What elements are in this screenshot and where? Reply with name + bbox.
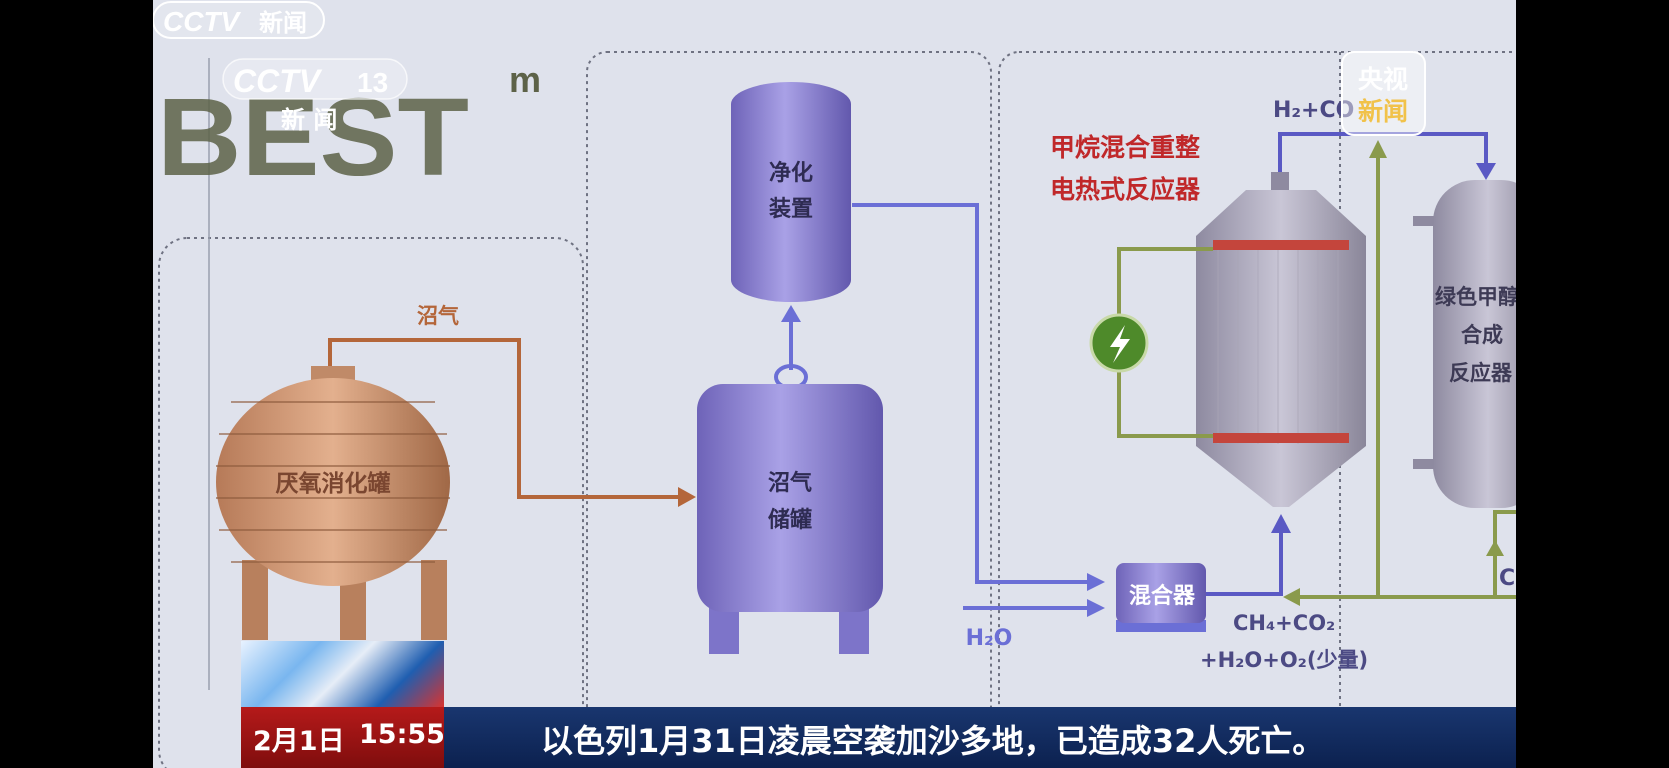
corner-news-badge: 央视 新闻 — [1341, 51, 1426, 136]
reactor-title-line1: 甲烷混合重整 — [1050, 133, 1200, 162]
mixer-label: 混合器 — [1129, 583, 1196, 609]
mix-formula-line1: CH₄+CO₂ — [1233, 611, 1335, 635]
storage-label-line1: 沼气 — [768, 470, 812, 496]
news-thumbnail — [241, 641, 444, 707]
recycle-arrowhead-up-right — [1486, 540, 1504, 556]
heater-element-bottom — [1213, 433, 1349, 443]
news-ticker: 以色列1月31日凌晨空袭加沙多地，已造成32人死亡。 — [241, 707, 1516, 768]
methanol-synthesis-reactor: 绿色甲醇 合成 反应器 — [1413, 180, 1516, 508]
corner-badge-top: 央视 — [1358, 65, 1408, 94]
ticker-datetime: 2月1日 15:55 — [241, 707, 445, 768]
purifier-label-line2: 装置 — [769, 197, 813, 222]
methanol-label-line1: 绿色甲醇 — [1435, 285, 1516, 309]
channel-number: 13 — [357, 67, 388, 98]
ticker-logo-text: CCTV — [163, 6, 242, 37]
channel-sub: 新 闻 — [281, 106, 337, 134]
section-boxes — [158, 51, 1516, 768]
reactor-title-line2: 电热式反应器 — [1050, 175, 1201, 204]
video-frame: 厌氧消化罐 沼气 净化 装置 沼气 储罐 H₂O 混合器 CH₄+CO₂ +H₂… — [153, 0, 1516, 768]
ticker-date: 2月1日 — [253, 726, 345, 757]
biogas-storage-tank: 沼气 储罐 — [697, 364, 883, 654]
storage-to-purifier-arrowhead — [781, 305, 801, 322]
channel-logo-text: CCTV — [233, 63, 323, 99]
purified-gas-arrowhead — [1087, 573, 1105, 591]
ticker-headline: 以色列1月31日凌晨空袭加沙多地，已造成32人死亡。 — [541, 722, 1325, 760]
h2o-label: H₂O — [966, 626, 1013, 651]
recycle-pipe — [1297, 158, 1516, 599]
reforming-reactor — [1196, 172, 1366, 507]
process-diagram: 厌氧消化罐 沼气 净化 装置 沼气 储罐 H₂O 混合器 CH₄+CO₂ +H₂… — [157, 51, 1516, 768]
ticker-channel-logo: CCTV 新闻 — [153, 1, 325, 39]
mix-formula-line2: +H₂O+O₂(少量) — [1200, 648, 1368, 672]
biogas-pipe — [328, 338, 681, 499]
purification-unit: 净化 装置 — [731, 82, 851, 302]
biogas-label: 沼气 — [417, 304, 459, 328]
anaerobic-digester-tank: 厌氧消化罐 — [216, 366, 450, 640]
mixer-unit: 混合器 — [1116, 563, 1206, 632]
channel-logo: CCTV 13 新 闻 — [222, 58, 408, 134]
h2o-arrowhead — [1087, 599, 1105, 617]
ticker-time: 15:55 — [359, 719, 445, 750]
methanol-label-line3: 反应器 — [1449, 361, 1513, 385]
purifier-label-line1: 净化 — [769, 160, 813, 186]
lightning-icon — [1089, 313, 1149, 373]
syngas-arrowhead — [1476, 163, 1496, 180]
purified-gas-pipe — [852, 203, 1089, 610]
ticker-logo-sub: 新闻 — [259, 9, 307, 37]
heater-element-top — [1213, 240, 1349, 250]
recycle-arrowhead-left — [1283, 588, 1300, 606]
bottom-c-label: C — [1499, 566, 1515, 591]
corner-badge-bottom: 新闻 — [1358, 97, 1408, 126]
brand-logo: BEST — [157, 76, 469, 199]
biogas-arrowhead — [678, 487, 696, 507]
mixer-to-reactor-pipe — [1206, 530, 1283, 596]
mixer-to-reactor-arrowhead — [1271, 514, 1291, 533]
brand-superscript: m — [509, 59, 541, 100]
tank-anaerobic-label: 厌氧消化罐 — [276, 470, 391, 497]
syngas-label: H₂+CO — [1273, 98, 1354, 123]
storage-label-line2: 储罐 — [768, 507, 812, 533]
recycle-arrowhead-up — [1369, 140, 1387, 158]
methanol-label-line2: 合成 — [1461, 323, 1503, 347]
